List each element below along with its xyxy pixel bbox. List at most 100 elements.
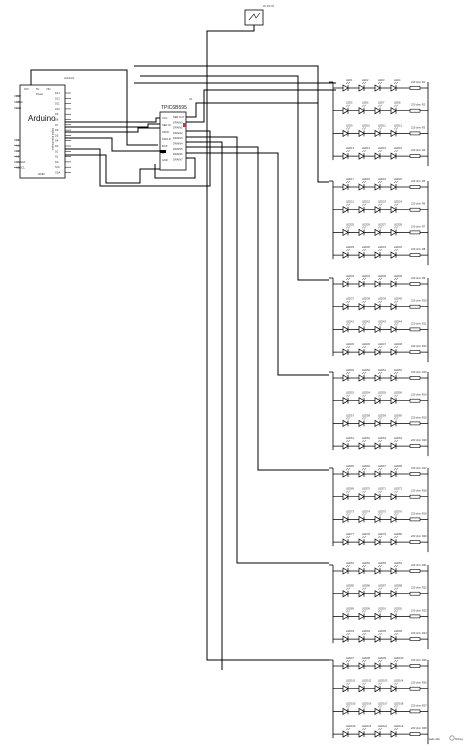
- shift-register-right-pin: DRAIN4: [173, 142, 183, 146]
- led: LED91: [374, 606, 386, 621]
- led: LED48: [390, 342, 402, 356]
- led: LED27: [374, 222, 386, 237]
- arduino-right-pin: D9: [55, 112, 59, 116]
- led-label: LED103: [378, 679, 388, 683]
- led-label: LED30: [362, 245, 370, 249]
- led: LED29: [342, 245, 354, 259]
- led-label: LED11: [378, 123, 386, 127]
- led-label: LED13: [346, 146, 354, 150]
- led: LED64: [390, 436, 402, 450]
- led-label: LED7: [378, 101, 385, 105]
- led-label: LED58: [362, 413, 370, 417]
- led: LED75: [374, 509, 386, 524]
- shift-register-right-pin: DRAIN5: [173, 147, 183, 151]
- led: LED102: [358, 679, 372, 693]
- led: LED35: [374, 274, 386, 288]
- led: LED63: [374, 436, 386, 450]
- resistor: 220 ohm R18: [409, 489, 427, 499]
- led: LED15: [374, 146, 386, 160]
- resistor-label: 220 ohm R1: [411, 80, 426, 84]
- led: LED24: [390, 200, 402, 214]
- led-label: LED35: [378, 274, 386, 278]
- resistor: 220 ohm R10: [409, 299, 427, 309]
- led-label: LED43: [378, 319, 386, 323]
- led: LED86: [358, 584, 370, 598]
- resistor: 220 ohm R21: [409, 563, 427, 573]
- resistor: 220 ohm R14: [409, 393, 427, 403]
- led: LED53: [342, 391, 354, 405]
- resistor: 220 ohm R5: [409, 179, 426, 189]
- led-label: LED111: [378, 724, 388, 728]
- led-label: LED96: [394, 629, 402, 633]
- led-label: LED112: [394, 724, 404, 728]
- led-label: LED95: [378, 629, 386, 633]
- led-label: LED88: [394, 584, 402, 588]
- led: LED22: [358, 200, 370, 214]
- shift-register-ref: U1: [189, 97, 193, 101]
- led: LED47: [374, 342, 386, 356]
- arduino-left-pin: A5/SCL: [16, 166, 25, 170]
- led: LED30: [358, 245, 370, 259]
- arduino-right-pin: D11: [55, 102, 60, 106]
- shift-register-left-pin: RCK: [162, 144, 168, 148]
- resistor: 220 ohm R24: [409, 631, 427, 641]
- arduino-right-pin: D4: [55, 139, 59, 143]
- led: LED95: [374, 629, 386, 643]
- led: LED13: [342, 146, 354, 160]
- led: LED45: [342, 342, 354, 356]
- led-label: LED18: [362, 177, 370, 181]
- resistor: 220 ohm R9: [409, 276, 426, 286]
- arduino-right-pin: D0: [55, 160, 59, 164]
- led-label: LED107: [378, 701, 388, 705]
- control-wires: [30, 25, 336, 670]
- resistor: 220 ohm R11: [409, 321, 427, 332]
- arduino-top-pin: 3V3: [24, 87, 29, 91]
- resistor: 220 ohm R25: [409, 658, 427, 668]
- led: LED58: [358, 413, 370, 428]
- resistor-label: 220 ohm R19: [411, 511, 427, 515]
- led: LED74: [358, 509, 370, 524]
- led-label: LED100: [394, 656, 404, 660]
- resistor: 220 ohm R16: [409, 438, 427, 448]
- resistor-label: 220 ohm R15: [411, 415, 427, 419]
- led-label: LED90: [362, 606, 370, 610]
- led: LED5: [342, 101, 353, 115]
- led-label: LED37: [346, 297, 354, 301]
- arduino-right-pin: SCL: [55, 165, 61, 169]
- led: LED93: [342, 629, 354, 643]
- led: LED67: [374, 464, 386, 478]
- led-label: LED46: [362, 342, 370, 346]
- resistor: 220 ohm R13: [409, 370, 427, 380]
- arduino-right-pin: D13: [55, 91, 60, 95]
- led: LED6: [358, 101, 369, 115]
- arduino-right-pin: D10: [55, 107, 60, 111]
- resistor-label: 220 ohm R28: [411, 726, 427, 730]
- led: LED9: [342, 123, 353, 138]
- led: LED46: [358, 342, 370, 356]
- led-label: LED51: [378, 368, 386, 372]
- led-label: LED60: [394, 413, 402, 417]
- resistor-label: 220 ohm R12: [411, 344, 427, 348]
- resistor-label: 220 ohm R7: [411, 224, 426, 228]
- arduino-left-pin: AREF: [16, 100, 23, 104]
- led-label: LED27: [378, 222, 386, 226]
- led-label: LED102: [362, 679, 372, 683]
- led-label: LED79: [378, 532, 386, 536]
- led-label: LED40: [394, 297, 402, 301]
- resistor-label: 220 ohm R25: [411, 658, 427, 662]
- resistor-label: 220 ohm R23: [411, 608, 427, 612]
- arduino-right-pin: D6: [55, 128, 59, 132]
- led-label: LED47: [378, 342, 386, 346]
- led: LED16: [390, 146, 402, 160]
- led-label: LED66: [362, 464, 370, 468]
